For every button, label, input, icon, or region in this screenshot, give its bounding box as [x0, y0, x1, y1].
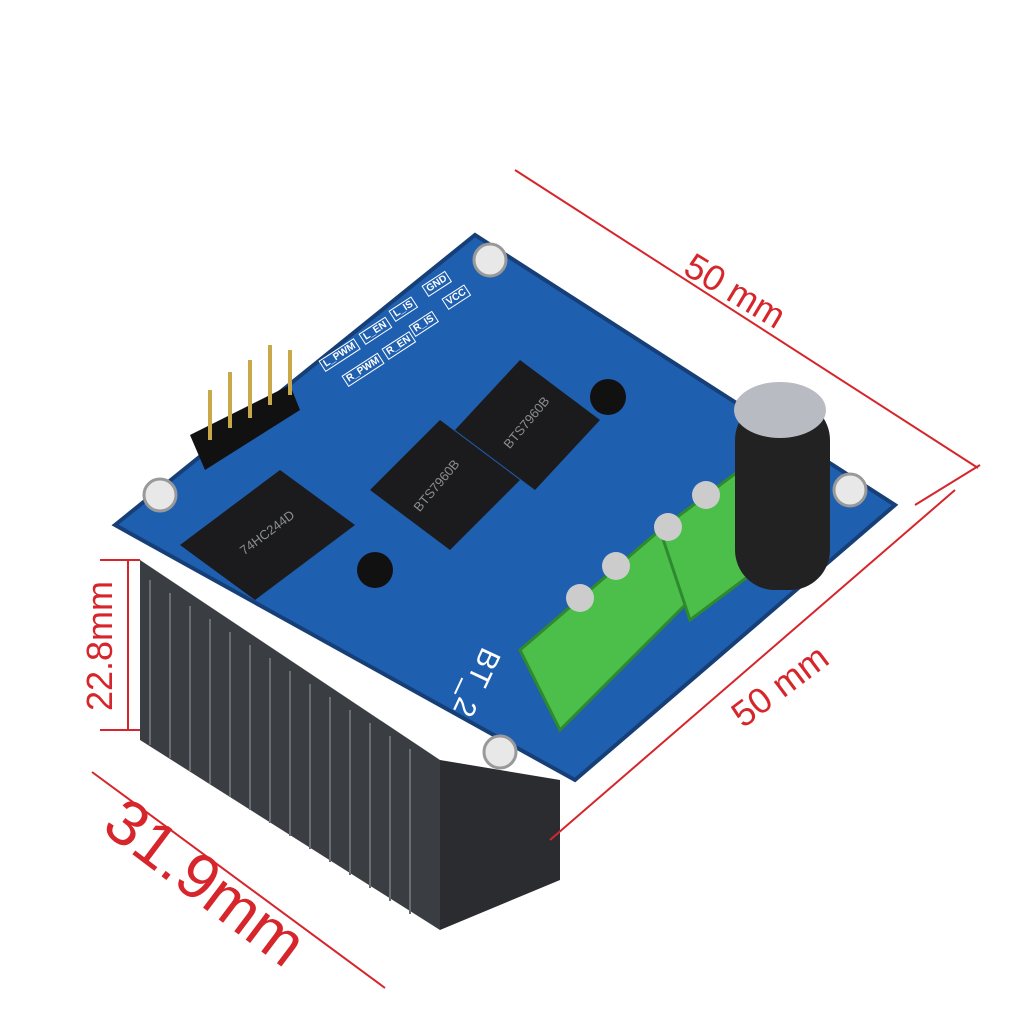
- dimension-lines: [91, 169, 981, 989]
- heatsink: [140, 560, 560, 930]
- chip-74hc244d: [180, 470, 355, 600]
- dimension-height: 22.8mm: [79, 580, 121, 712]
- pcb-board: [111, 232, 899, 783]
- pin-header: [190, 385, 300, 470]
- chip-bts7960b-2: [455, 360, 600, 490]
- chip-bts7960b-1: [370, 420, 520, 550]
- capacitor: [734, 382, 830, 590]
